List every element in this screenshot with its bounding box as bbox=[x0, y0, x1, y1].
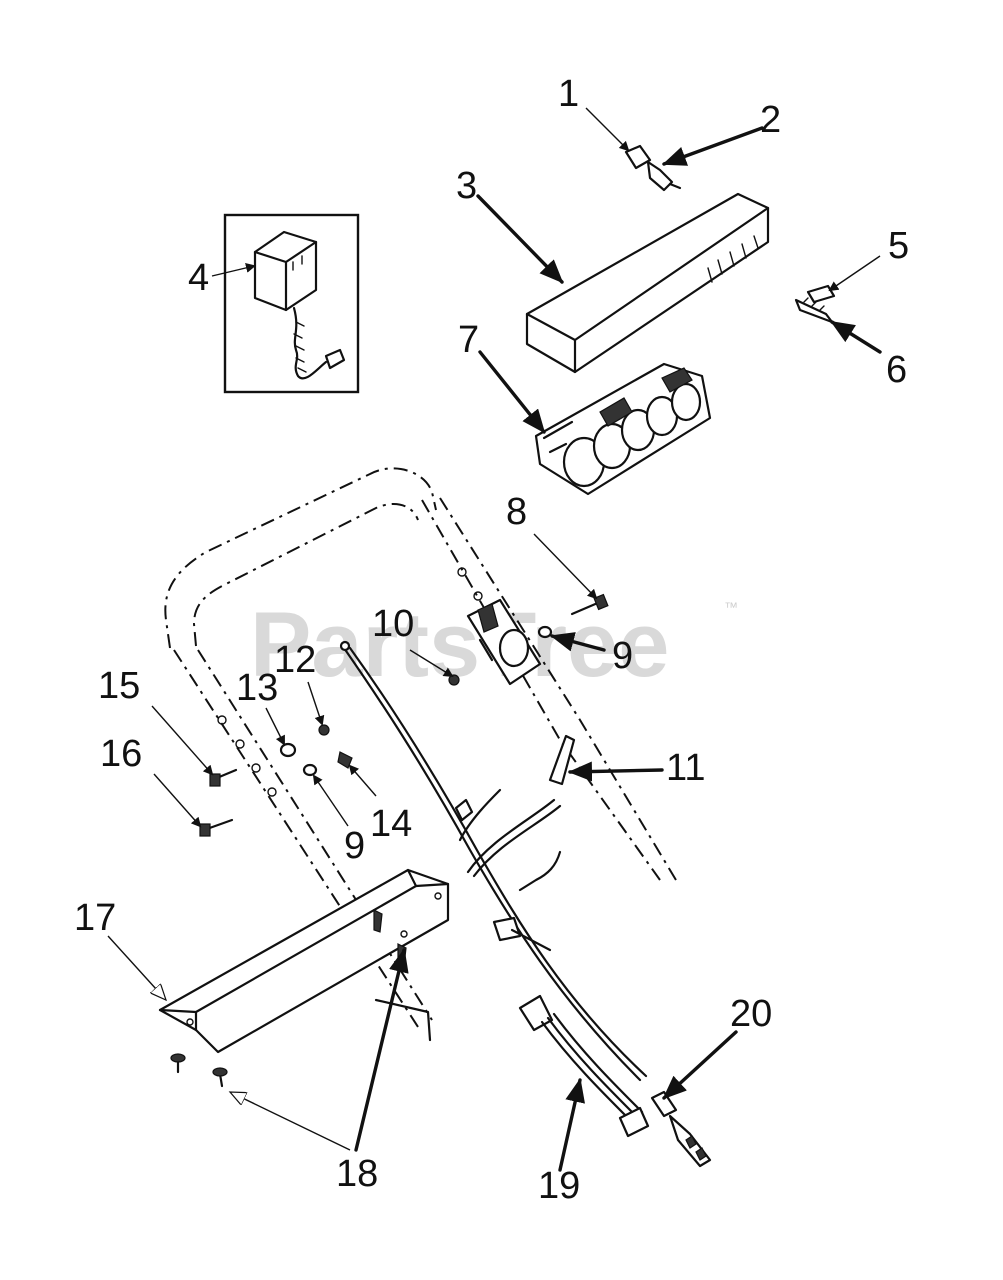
watermark: PartsTree bbox=[250, 594, 669, 696]
callout-10: 10 bbox=[372, 603, 414, 645]
part-1-2-connector bbox=[624, 144, 682, 192]
callout-labels: 1 2 3 4 5 6 7 8 9 10 11 12 13 14 9 15 16… bbox=[74, 73, 909, 1207]
callout-5: 5 bbox=[888, 225, 909, 267]
part-19-harness bbox=[518, 994, 650, 1138]
part-17-bracket bbox=[158, 868, 450, 1054]
part-5-6-terminals bbox=[794, 284, 836, 324]
callout-8: 8 bbox=[506, 491, 527, 533]
callout-13: 13 bbox=[236, 667, 278, 709]
callout-1: 1 bbox=[558, 73, 579, 115]
callout-9-lower: 9 bbox=[344, 825, 365, 867]
part-3-battery-cover bbox=[525, 192, 770, 374]
callout-18: 18 bbox=[336, 1153, 378, 1195]
part-11-wiring-harness bbox=[339, 640, 648, 1082]
part-4-charger-adapter bbox=[223, 213, 360, 394]
callout-16: 16 bbox=[100, 733, 142, 775]
part-8-bolt bbox=[570, 593, 609, 616]
hardware-12-16 bbox=[199, 724, 353, 837]
callout-17: 17 bbox=[74, 897, 116, 939]
leader-lines bbox=[107, 107, 882, 1172]
handle-frame bbox=[164, 467, 677, 1031]
callout-7: 7 bbox=[458, 319, 479, 361]
part-7-battery-pack bbox=[534, 362, 712, 496]
callout-9-upper: 9 bbox=[612, 635, 633, 677]
callout-3: 3 bbox=[456, 165, 477, 207]
callout-4: 4 bbox=[188, 257, 209, 299]
callout-12: 12 bbox=[274, 639, 316, 681]
part-20-plug bbox=[650, 1090, 712, 1168]
callout-19: 19 bbox=[538, 1165, 580, 1207]
watermark-trademark: ™ bbox=[724, 599, 738, 615]
callout-14: 14 bbox=[370, 803, 412, 845]
callout-6: 6 bbox=[886, 349, 907, 391]
part-10-switch-assembly bbox=[448, 598, 542, 686]
callout-11: 11 bbox=[666, 747, 705, 789]
callout-20: 20 bbox=[730, 993, 772, 1035]
callout-15: 15 bbox=[98, 665, 140, 707]
part-18-screws bbox=[170, 1053, 228, 1088]
part-9-washer-upper bbox=[537, 625, 553, 639]
callout-2: 2 bbox=[760, 99, 781, 141]
